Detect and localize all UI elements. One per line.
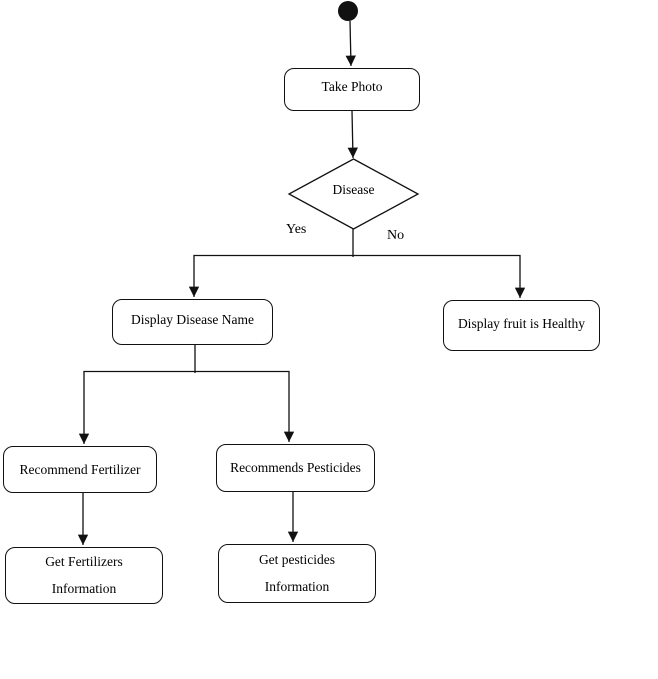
node-get-pesticides-information: Get pesticides Information [218, 544, 376, 603]
node-take-photo: Take Photo [284, 68, 420, 111]
node-recommend-fertilizer-label: Recommend Fertilizer [19, 461, 141, 477]
branch-label-no: No [387, 228, 405, 243]
node-take-photo-label: Take Photo [321, 79, 383, 95]
node-get-pesticides-information-line2: Information [264, 579, 330, 594]
node-get-fertilizers-information-line1: Get Fertilizers [45, 554, 123, 570]
node-display-disease-name: Display Disease Name [112, 299, 273, 345]
node-get-fertilizers-information: Get Fertilizers Information [5, 547, 163, 604]
edge-start-to-take-photo [345, 20, 356, 67]
node-display-fruit-healthy-label: Display fruit is Healthy [457, 315, 586, 331]
node-recommends-pesticides-label: Recommends Pesticides [230, 460, 361, 476]
node-get-fertilizers-information-line2: Information [51, 581, 117, 596]
node-display-disease-name-label: Display Disease Name [131, 312, 254, 328]
initial-node [338, 1, 358, 21]
node-display-fruit-healthy: Display fruit is Healthy [443, 300, 600, 351]
edge-take-photo-to-decision [347, 110, 358, 159]
node-recommend-fertilizer: Recommend Fertilizer [3, 446, 157, 493]
decision-label: Disease [332, 182, 375, 197]
node-get-pesticides-information-line1: Get pesticides [258, 552, 336, 568]
branch-label-yes: Yes [286, 222, 307, 237]
node-recommends-pesticides: Recommends Pesticides [216, 444, 375, 492]
